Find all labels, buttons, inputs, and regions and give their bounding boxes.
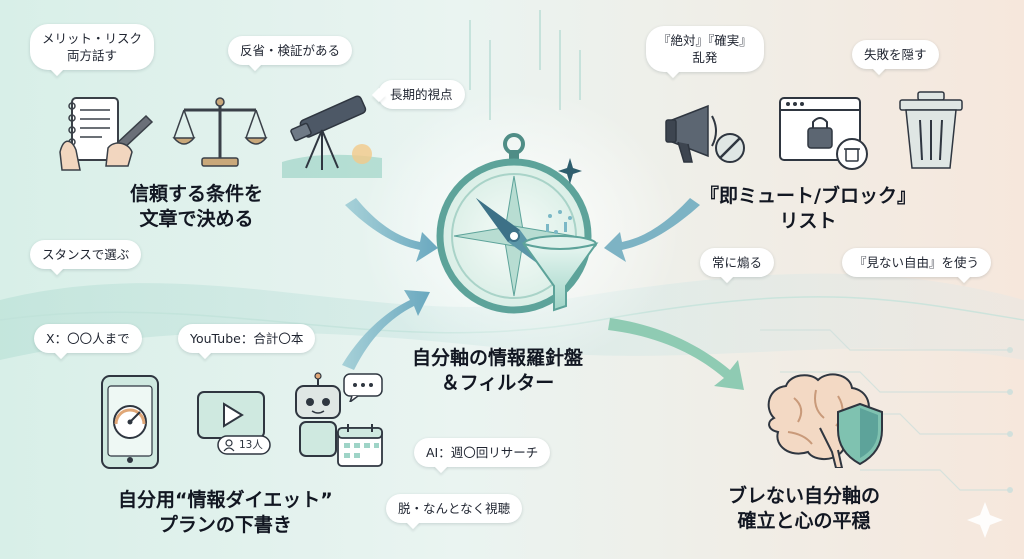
telescope-icon: [282, 95, 382, 178]
chat-dots-icon: [343, 373, 383, 402]
bubble-merit-risk: メリット・リスク 両方話す: [30, 24, 155, 70]
heading-result: ブレない自分軸の 確立と心の平穏: [728, 484, 880, 534]
bubble-merit-risk-line2: 両方話す: [67, 48, 118, 63]
bubble-reflection: 反省・検証がある: [228, 36, 353, 65]
bubble-freedom: 『見ない自由』を使う: [842, 248, 992, 277]
bubble-quit-text: 脱・なんとなく視聴: [398, 501, 511, 516]
scales-icon: [172, 97, 268, 167]
arrow-top-right: [604, 198, 700, 262]
bubble-absolute: 『絶対』『確実』 乱発: [646, 26, 764, 72]
bubble-long-term: 長期的視点: [378, 80, 465, 109]
bubble-absolute-line2: 乱発: [692, 50, 718, 65]
heading-diet-line1: 自分用“情報ダイエット”: [118, 489, 333, 511]
bubble-x-limit: X：〇〇人まで: [34, 324, 142, 353]
document-hand-icon: [59, 97, 154, 171]
arrow-to-result: [608, 318, 744, 390]
heading-diet-line2: プランの下書き: [158, 514, 292, 536]
phone-gauge-icon: [101, 375, 159, 469]
bubble-always-incite: 常に煽る: [700, 248, 775, 277]
heading-trust-conditions: 信頼する条件を 文章で決める: [130, 182, 263, 232]
bubble-x-limit-text: X：〇〇人まで: [46, 331, 130, 346]
bubble-stance-text: スタンスで選ぶ: [42, 247, 130, 262]
robot-icon: [295, 372, 341, 457]
heading-result-line2: 確立と心の平穏: [737, 510, 871, 532]
heading-result-line1: ブレない自分軸の: [728, 485, 881, 507]
bubble-ai-research-text: AI：週〇回リサーチ: [426, 445, 539, 460]
heading-center-line2: ＆フィルター: [440, 372, 555, 394]
heading-mute-block-list: 『即ミュート/ブロック』 リスト: [700, 184, 916, 234]
funnel-icon: [521, 210, 599, 312]
arrow-top-left: [345, 198, 438, 262]
arrow-bottom-left: [342, 290, 430, 370]
heading-trust-line2: 文章で決める: [139, 208, 254, 230]
heading-info-diet-plan: 自分用“情報ダイエット” プランの下書き: [118, 488, 333, 538]
heading-mute-line1: 『即ミュート/ブロック』: [700, 185, 916, 207]
bubble-quit-casual-viewing: 脱・なんとなく視聴: [386, 494, 523, 523]
bubble-absolute-line1: 『絶対』『確実』: [658, 33, 752, 48]
lock-browser-icon: [779, 97, 868, 170]
bubble-stance: スタンスで選ぶ: [30, 240, 142, 269]
trash-icon: [899, 91, 963, 169]
video-badge-count: 13人: [239, 439, 263, 451]
bubble-freedom-text: 『見ない自由』を使う: [854, 255, 980, 270]
heading-center: 自分軸の情報羅針盤 ＆フィルター: [412, 346, 583, 396]
calendar-icon: [337, 424, 383, 467]
bubble-reflection-text: 反省・検証がある: [240, 43, 341, 58]
heading-trust-line1: 信頼する条件を: [130, 183, 264, 205]
megaphone-icon: [665, 104, 745, 163]
brain-shield-icon: [767, 373, 883, 468]
bubble-youtube: YouTube：合計〇本: [178, 324, 316, 353]
bubble-hide-failure: 失敗を隠す: [852, 40, 939, 69]
bubble-long-term-text: 長期的視点: [390, 87, 453, 102]
bubble-youtube-text: YouTube：合計〇本: [190, 331, 304, 346]
heading-mute-line2: リスト: [779, 210, 837, 232]
bubble-hide-failure-text: 失敗を隠す: [864, 47, 927, 62]
heading-center-line1: 自分軸の情報羅針盤: [412, 347, 584, 369]
bubble-merit-risk-line1: メリット・リスク: [42, 31, 143, 46]
bubble-always-incite-text: 常に煽る: [712, 255, 763, 270]
video-icon: [197, 391, 271, 455]
bubble-ai-research: AI：週〇回リサーチ: [414, 438, 551, 467]
